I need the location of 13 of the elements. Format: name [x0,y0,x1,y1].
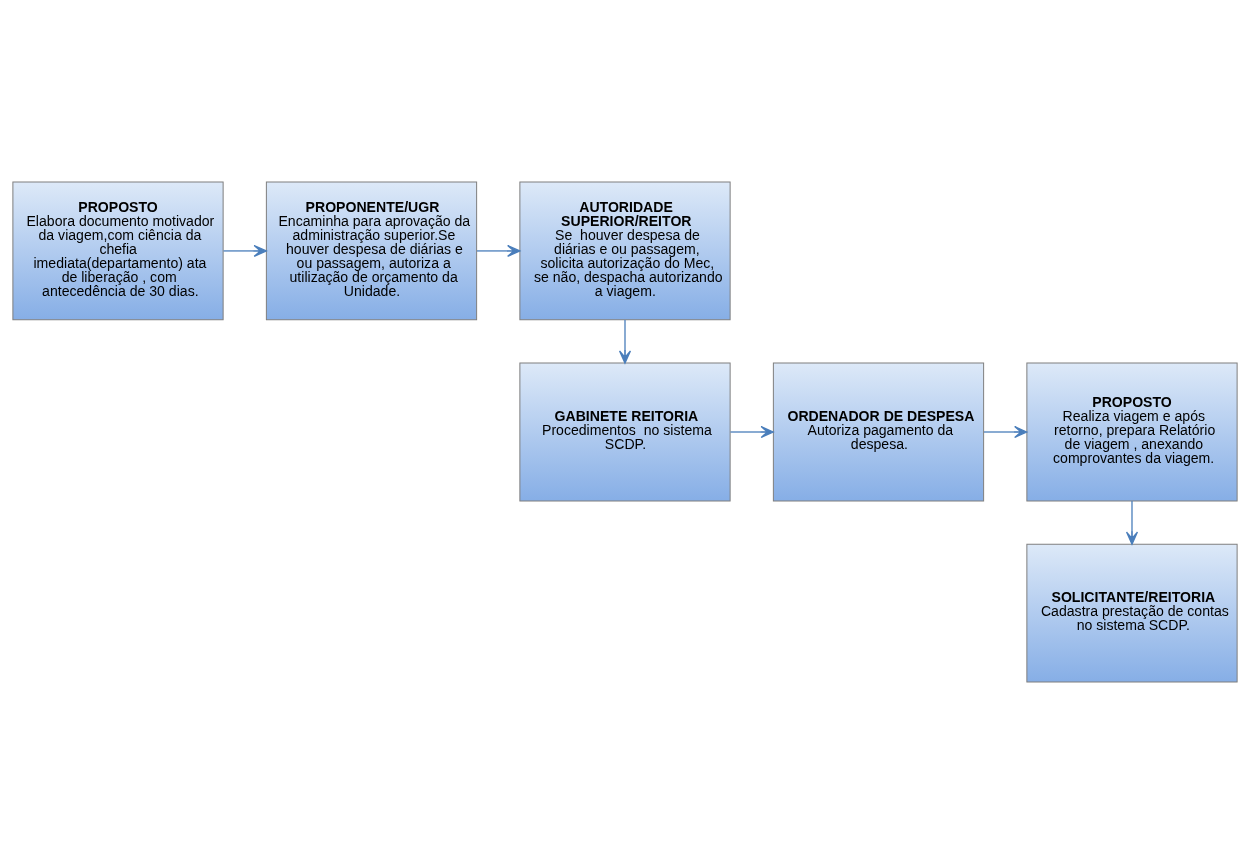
arrow [476,244,521,257]
node-box: SOLICITANTE/REITORIA Cadastra prestação de contas no sistema SCDP. [1026,543,1238,683]
node-box: ORDENADOR DE DESPESA Autoriza pagamento da despesa. [772,362,985,502]
node-box: PROPONENTE/UGR Encaminha para aprovação da administração superior.Se houver despesa de diárias e ou passagem, autoriza a utilização de orçamento da Unidade. [265,181,478,321]
arrow [1125,500,1139,545]
node-box: PROPOSTO Elabora documento motivador da viagem,com ciência da chefia imediata(departamento) ata de liberação , com antecedência de 30 dias. [12,181,224,321]
node-box: AUTORIDADE SUPERIOR/REITOR Se houver despesa de diárias e ou passagem, solicita autorização do Mec, se não, despacha autorizando a viagem. [519,181,731,321]
arrow [222,244,267,257]
arrow [618,319,632,364]
node-box: PROPOSTO Realiza viagem e após retorno, prepara Relatório de viagem , anexando comprovantes da viagem. [1026,362,1238,502]
arrow [729,425,774,439]
arrow [983,425,1028,439]
node-box: GABINETE REITORIA Procedimentos no sistema SCDP. [519,362,731,502]
